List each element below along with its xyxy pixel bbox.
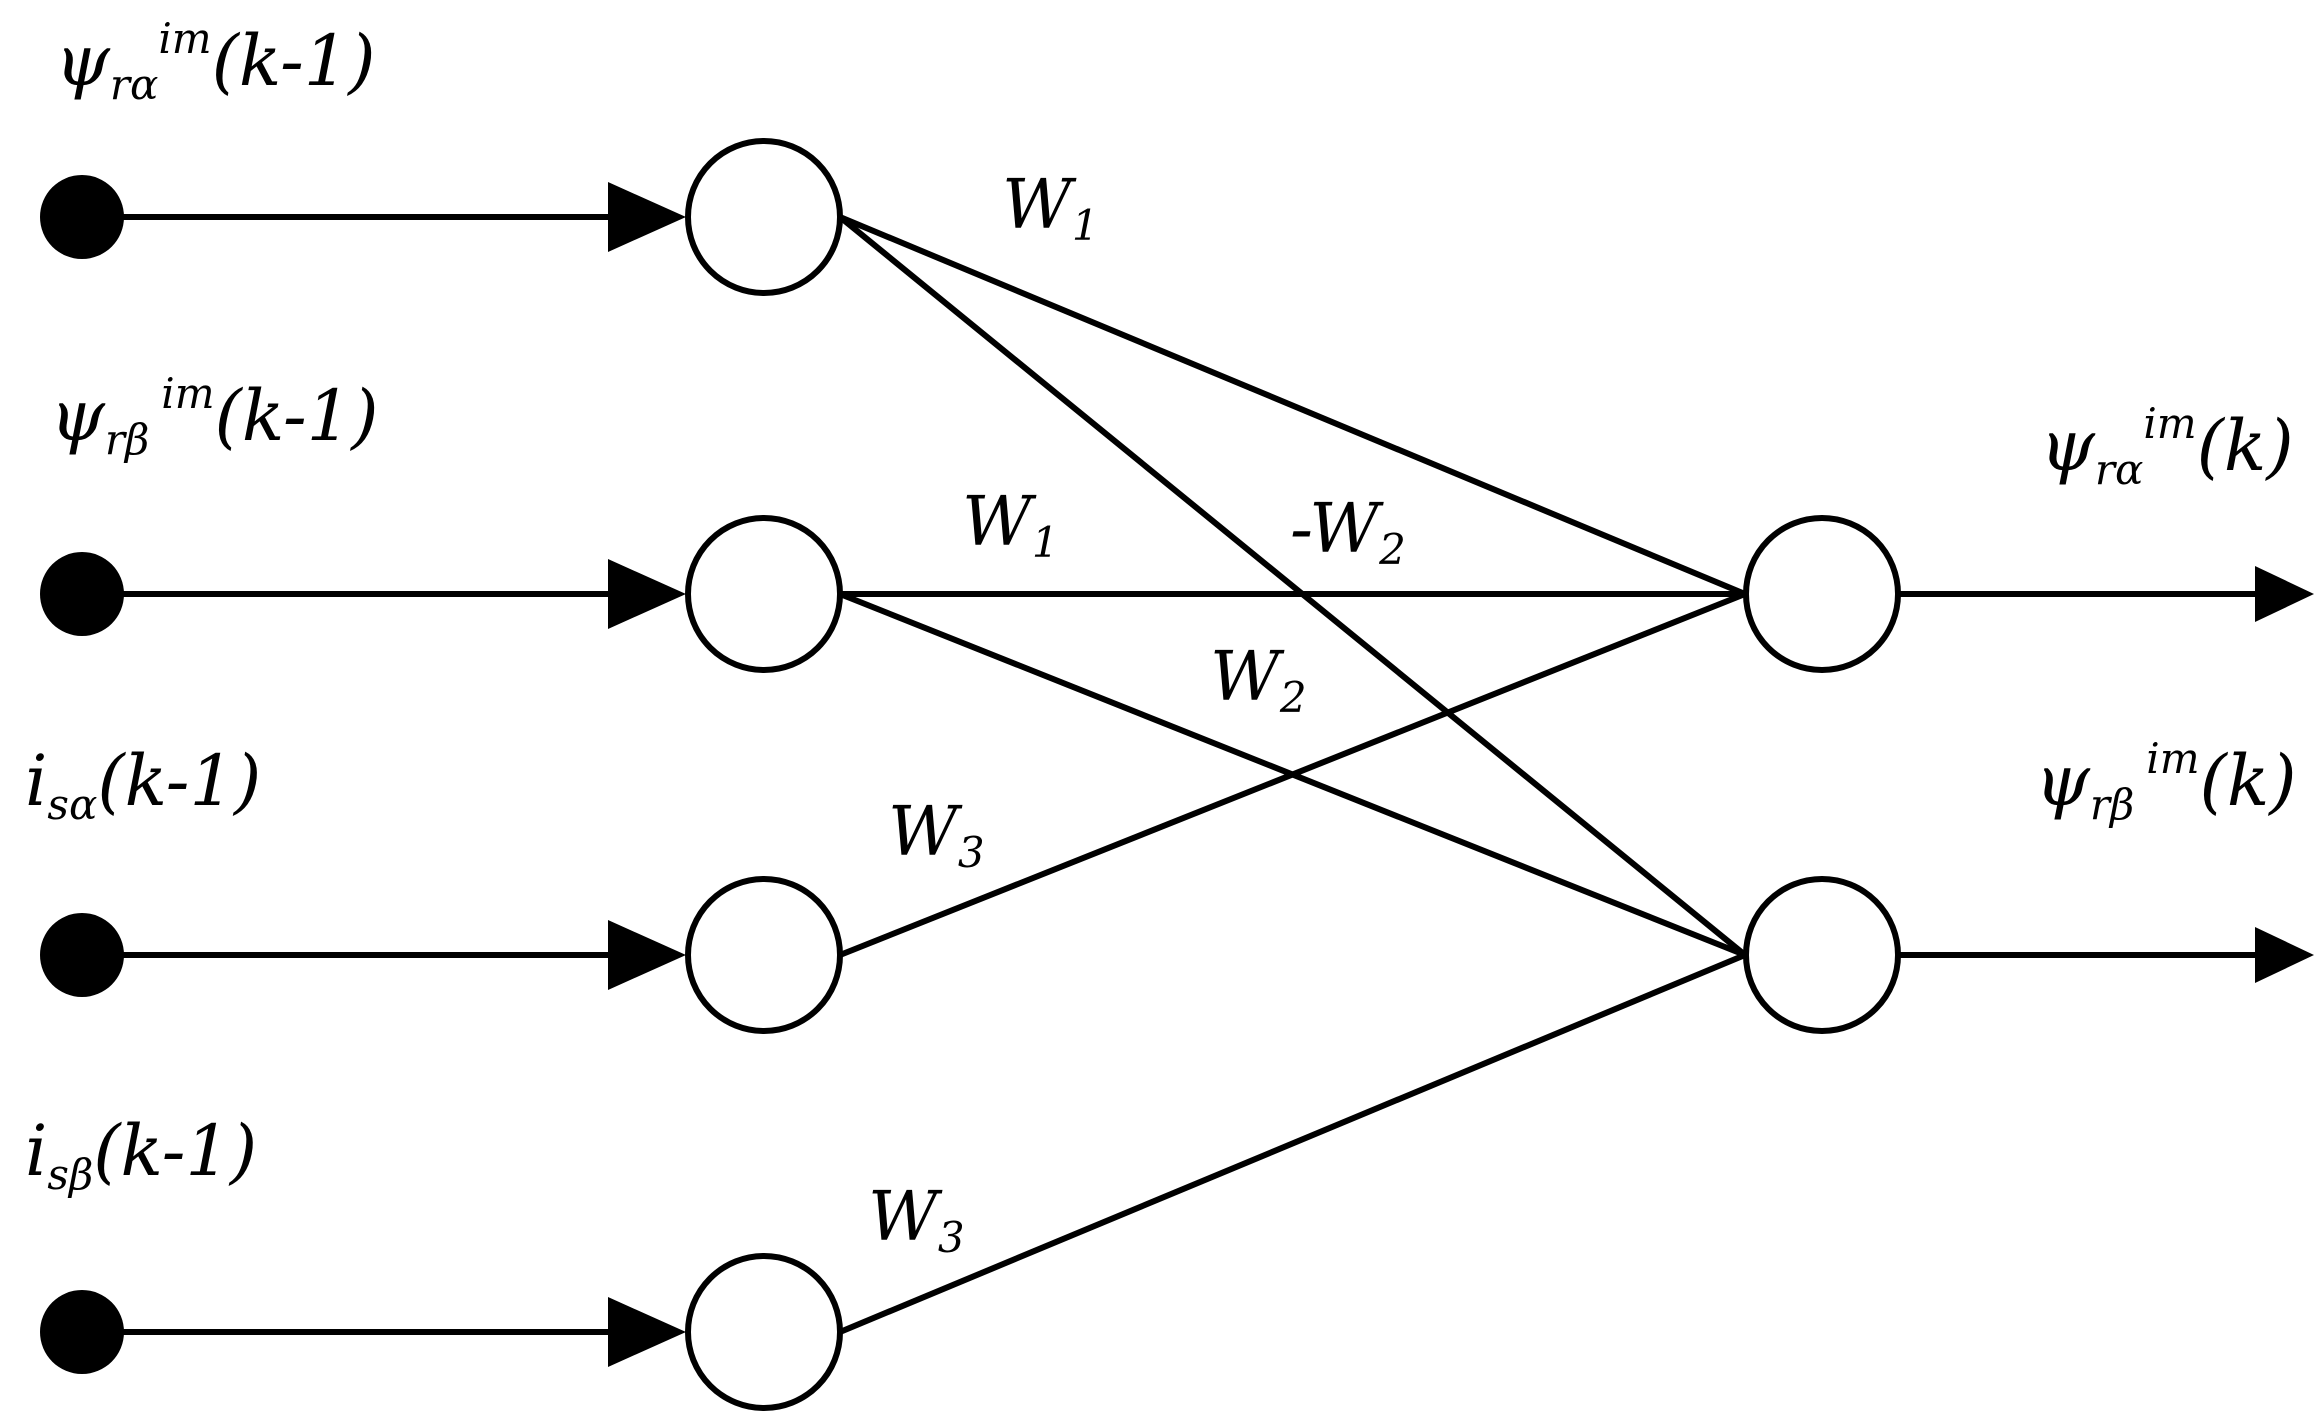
input-label-3: isα(k-1) (25, 740, 261, 829)
input-neuron-4 (685, 1253, 843, 1411)
output-label-2: ψrβim(k) (2035, 734, 2297, 829)
output-arrowhead-1 (2255, 566, 2314, 622)
input-arrowhead-2 (608, 559, 686, 629)
input-arrowhead-1 (608, 182, 686, 252)
input-neuron-2 (685, 515, 843, 673)
input-label-4: isβ(k-1) (25, 1110, 257, 1199)
output-label-1: ψrαim(k) (2040, 399, 2294, 494)
input-neuron-3 (685, 876, 843, 1034)
weight-label-w1-middle: W1 (962, 483, 1059, 567)
weight-label-w3-lower: W3 (868, 1178, 965, 1262)
weight-label-w3-upper: W3 (888, 793, 985, 877)
input-label-1: ψrαim(k-1) (55, 14, 376, 109)
edge-in1-out1 (838, 214, 1747, 597)
edge-in1-out2 (838, 214, 1747, 958)
output-arrowhead-2 (2255, 927, 2314, 983)
input-arrowhead-3 (608, 920, 686, 990)
input-arrowhead-4 (608, 1297, 686, 1367)
input-label-2: ψrβim(k-1) (50, 369, 379, 464)
weight-label-neg-w2: -W2 (1290, 490, 1406, 574)
weight-label-w1-top: W1 (1002, 166, 1099, 250)
input-neuron-1 (685, 138, 843, 296)
output-neuron-1 (1743, 515, 1901, 673)
weight-label-w2: W2 (1210, 638, 1307, 722)
output-neuron-2 (1743, 876, 1901, 1034)
edge-in3-out1 (838, 591, 1747, 958)
edge-in4-out2 (838, 952, 1747, 1335)
